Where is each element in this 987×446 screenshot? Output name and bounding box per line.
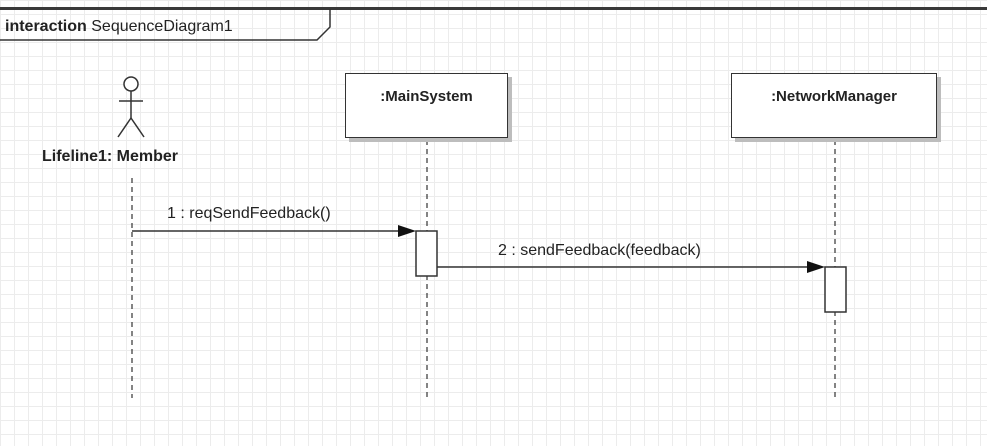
frame-tab-border: [0, 9, 331, 41]
frame-name: SequenceDiagram1: [91, 18, 233, 35]
message-2-arrowhead: [807, 261, 825, 273]
activation-bar-net[interactable]: [824, 266, 847, 313]
lifeline-main-label: :MainSystem: [380, 88, 473, 105]
lifeline-main-box[interactable]: :MainSystem: [345, 73, 508, 138]
lifeline-net-box[interactable]: :NetworkManager: [731, 73, 937, 138]
message-2-label[interactable]: 2 : sendFeedback(feedback): [498, 242, 701, 259]
message-1-label[interactable]: 1 : reqSendFeedback(): [167, 205, 331, 222]
activation-bar-main[interactable]: [415, 230, 438, 277]
frame-keyword: interaction: [5, 18, 87, 35]
frame-title: interaction SequenceDiagram1: [5, 18, 233, 36]
lifeline-member-label[interactable]: Lifeline1: Member: [42, 148, 179, 165]
frame-top-border: [0, 7, 987, 10]
lifeline-net-label: :NetworkManager: [771, 88, 897, 105]
message-1-arrowhead: [398, 225, 416, 237]
actor-icon[interactable]: [117, 76, 145, 138]
